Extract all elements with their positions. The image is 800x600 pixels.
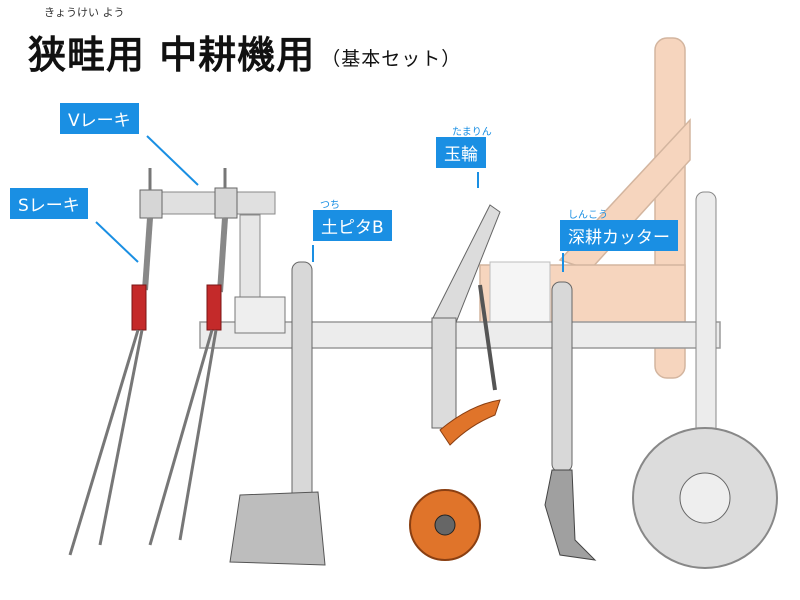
label-shinkou-ruby: しんこう bbox=[568, 210, 608, 221]
label-shinkou-cutter: 深耕カッター bbox=[560, 220, 678, 251]
page-title: 狭畦用 中耕機用（基本セット） bbox=[28, 24, 461, 79]
label-tsuchi-pita: 土ピタB bbox=[313, 210, 392, 241]
label-tamarin-ruby: たまりん bbox=[452, 127, 492, 138]
gauge-wheel bbox=[632, 191, 778, 569]
label-s-rake: Sレーキ bbox=[10, 188, 88, 219]
label-tamarin: 玉輪 bbox=[436, 137, 486, 168]
page-title-text: 狭畦用 中耕機用 bbox=[28, 33, 316, 77]
shinkou-cutter bbox=[544, 281, 597, 561]
leader-s-rake bbox=[95, 221, 139, 263]
s-rake bbox=[68, 168, 163, 556]
label-v-rake: Vレーキ bbox=[60, 103, 139, 134]
main-toolbar bbox=[199, 321, 721, 349]
tsuchi-pita-b bbox=[229, 261, 326, 566]
rake-clamp bbox=[234, 296, 286, 334]
tamarin-wheel bbox=[409, 204, 501, 561]
page-subtitle: （基本セット） bbox=[321, 48, 462, 70]
title-ruby: きょうけい よう bbox=[44, 6, 125, 19]
v-rake bbox=[148, 168, 238, 546]
label-tsuchi-pita-ruby: つち bbox=[320, 200, 340, 211]
leader-v-rake bbox=[146, 135, 199, 186]
